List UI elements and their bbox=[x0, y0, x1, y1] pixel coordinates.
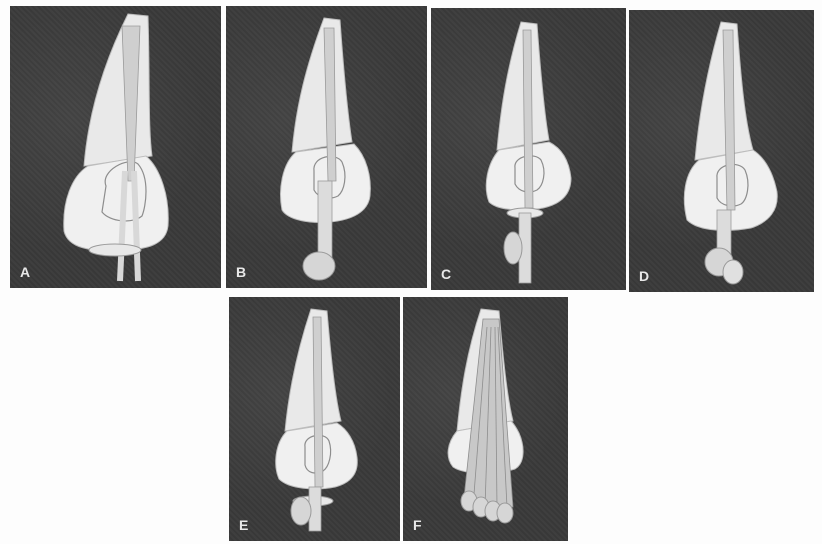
panel-label-f: F bbox=[413, 517, 422, 533]
panel-a: A bbox=[10, 6, 221, 288]
panel-b: B bbox=[226, 6, 427, 288]
tooth-diagram-f bbox=[403, 297, 568, 541]
panel-d: D bbox=[629, 10, 814, 292]
panel-c: C bbox=[431, 8, 626, 290]
panel-label-b: B bbox=[236, 264, 246, 280]
tooth-diagram-c bbox=[431, 8, 626, 290]
tooth-diagram-d bbox=[629, 10, 814, 292]
panel-label-d: D bbox=[639, 268, 649, 284]
panel-label-a: A bbox=[20, 264, 30, 280]
panel-e: E bbox=[229, 297, 400, 541]
panel-label-e: E bbox=[239, 517, 248, 533]
tooth-diagram-e bbox=[229, 297, 400, 541]
panel-f: F bbox=[403, 297, 568, 541]
tooth-diagram-b bbox=[226, 6, 427, 288]
tooth-diagram-a bbox=[10, 6, 221, 288]
panel-label-c: C bbox=[441, 266, 451, 282]
